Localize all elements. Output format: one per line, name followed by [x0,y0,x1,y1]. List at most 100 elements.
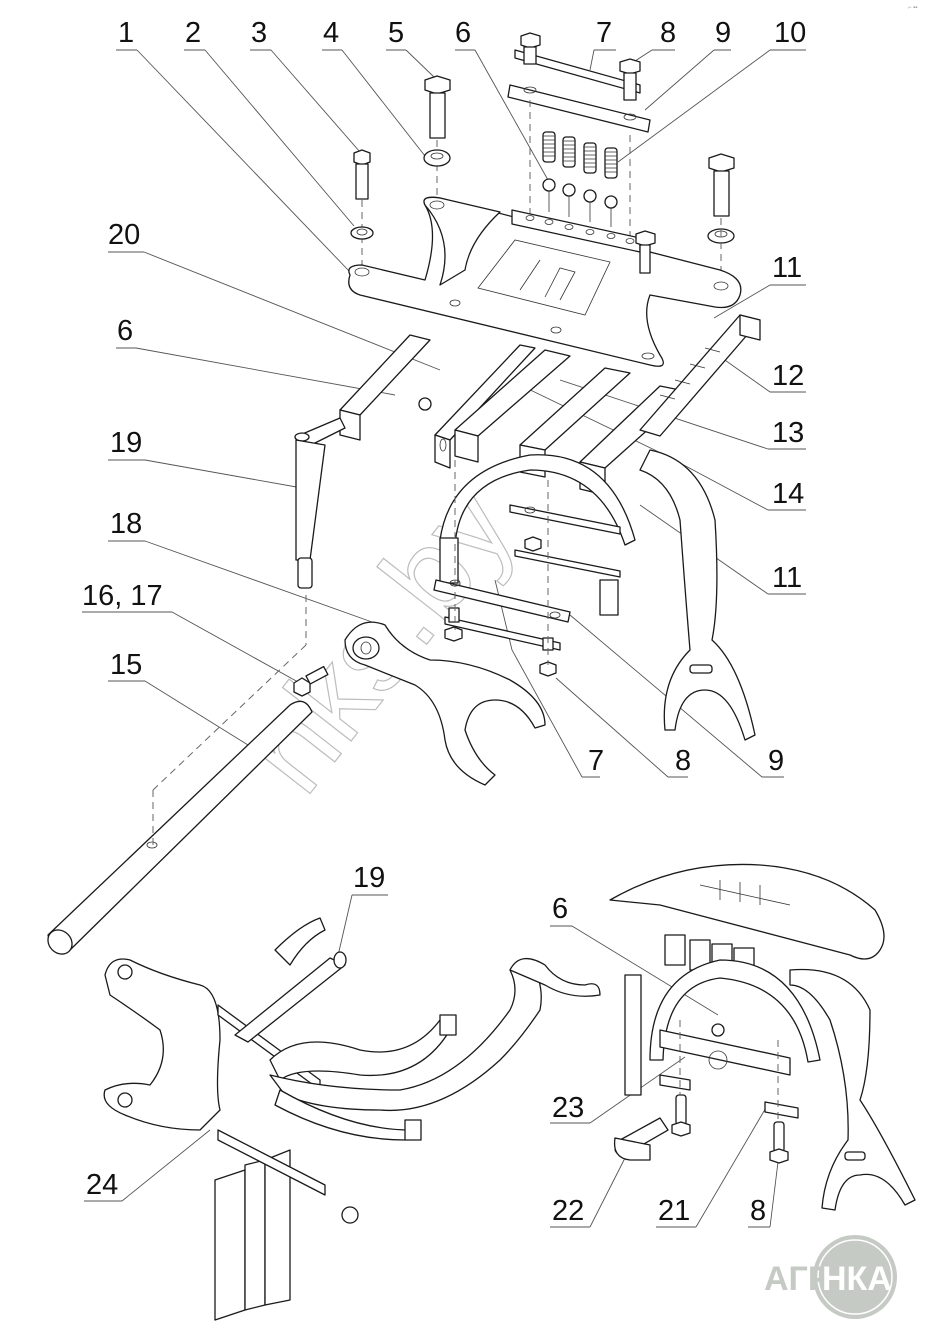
callout-label: 13 [772,417,804,449]
callout-label: 24 [86,1169,118,1201]
callout-label: 19 [353,862,385,894]
callout-label: 6 [117,315,133,347]
logo-text-left: АГРО [764,1260,857,1298]
callout-5: 5 [386,17,435,78]
callout-19-top: 19 [108,427,303,489]
callout-label: 20 [108,219,140,251]
ball-part-6 [418,397,432,411]
callout-19-assembly: 19 [336,862,388,961]
callout-label: 23 [552,1092,584,1124]
callout-6-top: 6 [455,17,549,181]
selector-fork-part-18 [344,621,546,786]
assembly-left [103,917,601,1321]
callout-label: 6 [455,17,471,49]
brand-logo: АГРО НКА [764,1235,897,1319]
callout-23: 23 [550,1056,686,1124]
logo-text-right: НКА [822,1260,892,1298]
leader-line [143,251,441,371]
callout-label: 8 [660,17,676,49]
callout-24: 24 [84,1129,211,1202]
callout-label: 14 [772,478,804,510]
leader-line [144,680,249,746]
callout-label: 10 [774,17,806,49]
callout-18: 18 [108,508,373,623]
leader-line [144,540,373,623]
callout-4: 4 [322,17,426,157]
callout-label: 11 [772,562,802,594]
callout-3: 3 [250,17,361,153]
leader-line [589,1157,626,1228]
callout-label: 3 [251,17,267,49]
leader-line [171,611,299,683]
callout-label: 2 [185,17,201,49]
callout-2: 2 [184,17,355,227]
leader-line [571,925,719,1016]
callout-6-left: 6 [116,315,396,396]
leader-line [617,49,771,163]
callout-label: 8 [675,745,691,777]
callout-label: 12 [772,360,804,392]
plates-mid [433,460,621,677]
callout-label: 18 [110,508,142,540]
assembly-right [609,863,916,1211]
callout-label: 9 [768,745,784,777]
retainer-plate-part-9 [507,84,651,133]
callout-label: 8 [750,1195,766,1227]
callout-label: 22 [552,1195,584,1227]
bolt-part-3 [353,149,371,272]
shift-fork-center [439,454,636,616]
callout-13: 13 [559,379,806,450]
callout-11-lower: 11 [639,504,806,595]
top-plate-part-1 [348,196,742,367]
callout-label: 19 [110,427,142,459]
leader-line [721,357,771,393]
callout-6-assembly: 6 [550,893,719,1016]
springs-part-10 [542,131,618,179]
leader-line [555,677,669,778]
leader-line [336,894,353,961]
shift-fork-long [639,449,756,741]
callout-15: 15 [108,649,249,746]
callout-1: 1 [116,17,351,273]
leader-line [144,459,303,489]
callout-label: 6 [552,893,568,925]
callout-label: 21 [658,1195,690,1227]
shaft-part-15 [47,644,313,955]
bolt-part-5 [424,75,451,205]
callout-label: 11 [772,252,802,284]
clamp-plate-part-7 [514,32,641,101]
leader-line [474,49,549,181]
callout-8-bottom: 8 [555,677,691,778]
callout-22: 22 [550,1157,626,1228]
callout-8-top: 8 [631,17,676,64]
callout-label: 4 [323,17,339,49]
leader-line [589,49,595,71]
detent-balls-part-6 [542,178,618,227]
leader-line [121,1129,211,1202]
callout-12: 12 [721,357,806,393]
callout-20: 20 [108,219,441,371]
leader-line [136,49,351,273]
callout-label: 16, 17 [82,580,163,612]
leader-line [135,347,396,396]
callout-label: 15 [110,649,142,681]
callout-9-top: 9 [644,17,731,111]
grease-nipple-part-16-17 [293,665,329,697]
callout-label: 1 [118,17,134,49]
corner-mark: ⌐ ▪▪ [908,5,917,11]
shift-rails [339,314,761,496]
leader-line [204,49,355,227]
callout-label: 7 [588,745,604,777]
washer-part-4 [423,149,451,167]
logo-circle [813,1235,897,1319]
washer-part-2 [350,226,374,240]
callout-label: 5 [388,17,404,49]
leader-line [713,284,771,319]
leader-line [695,1105,768,1228]
callout-11-upper: 11 [713,252,806,319]
callout-7-top: 7 [589,17,616,71]
callout-8-assembly: 8 [748,1161,779,1228]
leader-line [405,49,435,78]
callout-10: 10 [617,17,806,163]
